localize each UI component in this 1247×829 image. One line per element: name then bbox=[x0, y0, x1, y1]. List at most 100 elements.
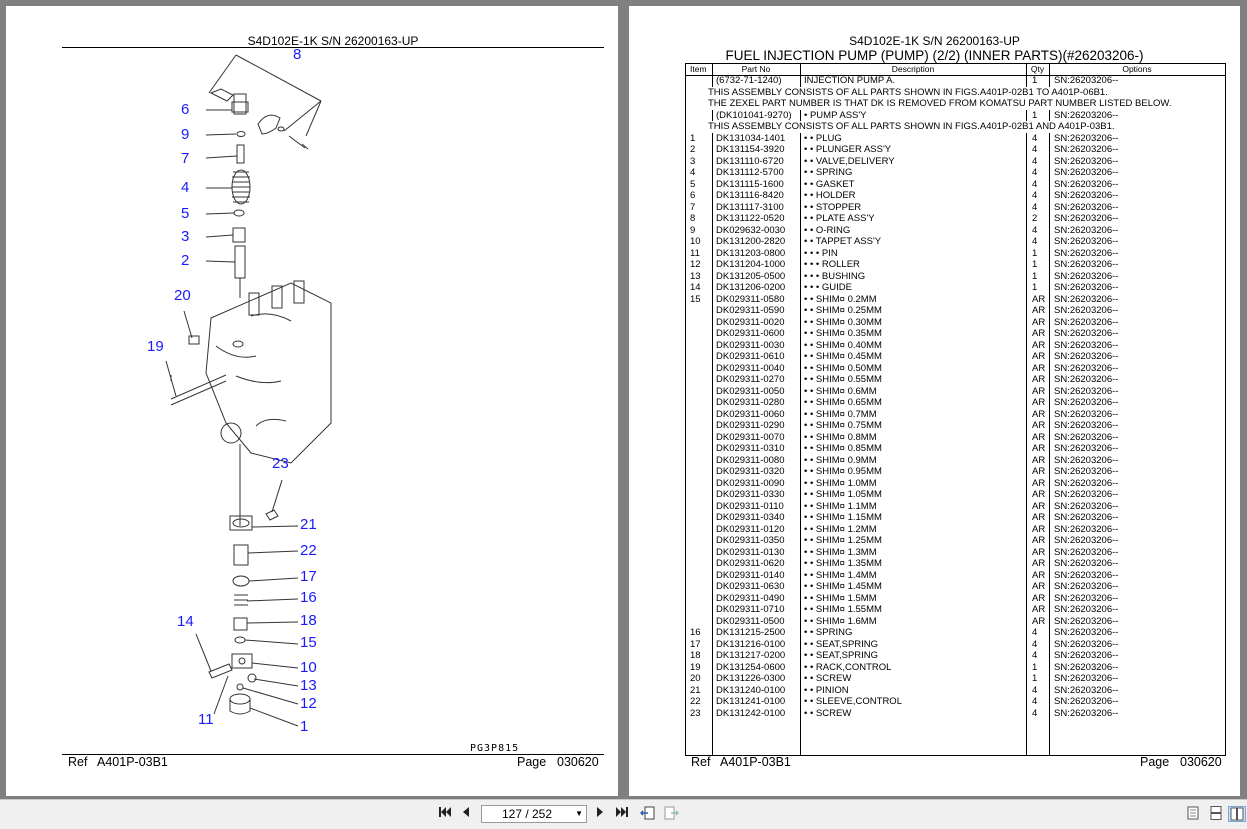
description-cell: • • SHIM¤ 1.3MM bbox=[804, 546, 877, 558]
single-page-view-icon[interactable] bbox=[1185, 806, 1201, 822]
options-cell: SN:26203206-- bbox=[1054, 374, 1119, 385]
description-cell: • • SPRING bbox=[804, 167, 853, 178]
description-cell: • • GASKET bbox=[804, 178, 855, 190]
continuous-view-icon[interactable] bbox=[1208, 806, 1224, 822]
options-cell: SN:26203206-- bbox=[1054, 684, 1119, 696]
description-cell: • • • BUSHING bbox=[804, 270, 866, 282]
qty-cell: AR bbox=[1032, 546, 1046, 558]
left-page-header: S4D102E-1K S/N 26200163-UP bbox=[247, 34, 419, 48]
description-cell: • • SHIM¤ 1.45MM bbox=[804, 581, 882, 592]
description-cell: • • PLUNGER ASS'Y bbox=[804, 144, 892, 155]
part-number-cell: DK131034-1401 bbox=[716, 132, 786, 144]
description-cell: INJECTION PUMP A. bbox=[804, 75, 896, 86]
right-page: S4D102E-1K S/N 26200163-UP FUEL INJECTIO… bbox=[629, 6, 1240, 796]
row-note: THE ZEXEL PART NUMBER IS THAT DK IS REMO… bbox=[708, 98, 1172, 110]
description-cell: • • SHIM¤ 0.65MM bbox=[804, 397, 882, 408]
options-cell: SN:26203206-- bbox=[1054, 351, 1119, 362]
callout-5: 5 bbox=[181, 205, 190, 222]
options-cell: SN:26203206-- bbox=[1054, 707, 1119, 719]
qty-cell: AR bbox=[1032, 328, 1046, 339]
description-cell: • • SHIM¤ 0.75MM bbox=[804, 420, 882, 431]
options-cell: SN:26203206-- bbox=[1054, 190, 1119, 201]
description-cell: • • HOLDER bbox=[804, 190, 856, 201]
part-number-cell: DK131216-0100 bbox=[716, 638, 786, 650]
part-number-cell: DK029311-0350 bbox=[716, 535, 785, 546]
part-number-cell: DK131226-0300 bbox=[716, 673, 786, 684]
go-back-icon[interactable] bbox=[639, 806, 657, 822]
description-cell: • • TAPPET ASS'Y bbox=[804, 236, 882, 247]
qty-cell: AR bbox=[1032, 512, 1046, 523]
options-cell: SN:26203206-- bbox=[1054, 155, 1119, 167]
right-page-header: S4D102E-1K S/N 26200163-UP bbox=[849, 34, 1020, 48]
options-cell: SN:26203206-- bbox=[1054, 477, 1119, 489]
description-cell: • • SHIM¤ 0.6MM bbox=[804, 385, 877, 397]
item-cell: 6 bbox=[690, 190, 696, 201]
two-page-view-icon[interactable] bbox=[1228, 806, 1246, 822]
options-cell: SN:26203206-- bbox=[1054, 500, 1119, 512]
part-number-cell: DK029311-0330 bbox=[716, 489, 785, 500]
options-cell: SN:26203206-- bbox=[1054, 75, 1119, 86]
item-cell: 1 bbox=[690, 132, 696, 144]
callout-23: 23 bbox=[272, 455, 289, 472]
first-page-icon[interactable] bbox=[437, 806, 453, 822]
col-header-item: Item bbox=[690, 64, 707, 74]
options-cell: SN:26203206-- bbox=[1054, 397, 1119, 408]
callout-18: 18 bbox=[300, 612, 317, 629]
page-number-select[interactable]: 127 / 252 ▼ bbox=[481, 805, 587, 823]
item-cell: 16 bbox=[690, 627, 701, 638]
options-cell: SN:26203206-- bbox=[1054, 270, 1119, 282]
footer-page: 030620 bbox=[557, 755, 599, 769]
go-forward-icon[interactable] bbox=[662, 806, 680, 822]
qty-cell: AR bbox=[1032, 374, 1046, 385]
options-cell: SN:26203206-- bbox=[1054, 305, 1119, 316]
description-cell: • • SHIM¤ 0.95MM bbox=[804, 466, 882, 477]
next-page-icon[interactable] bbox=[593, 806, 607, 822]
qty-cell: AR bbox=[1032, 615, 1046, 627]
qty-cell: AR bbox=[1032, 420, 1046, 431]
item-cell: 9 bbox=[690, 224, 696, 236]
table-note-row: THIS ASSEMBLY CONSISTS OF ALL PARTS SHOW… bbox=[686, 121, 1225, 133]
part-number-cell: DK029311-0270 bbox=[716, 374, 785, 385]
prev-page-icon[interactable] bbox=[459, 806, 473, 822]
options-cell: SN:26203206-- bbox=[1054, 282, 1119, 293]
parts-table: Item Part No Description Qty Options (67… bbox=[685, 63, 1226, 756]
options-cell: SN:26203206-- bbox=[1054, 339, 1119, 351]
part-number-cell: DK131205-0500 bbox=[716, 270, 786, 282]
part-number-cell: DK131240-0100 bbox=[716, 684, 786, 696]
part-number-cell: DK131110-6720 bbox=[716, 155, 784, 167]
footer-page-label: Page bbox=[517, 755, 547, 769]
col-header-desc: Description bbox=[891, 64, 935, 74]
description-cell: • • • ROLLER bbox=[804, 259, 860, 270]
options-cell: SN:26203206-- bbox=[1054, 259, 1119, 270]
options-cell: SN:26203206-- bbox=[1054, 443, 1119, 454]
qty-cell: 1 bbox=[1032, 75, 1038, 86]
qty-cell: 4 bbox=[1032, 650, 1038, 661]
options-cell: SN:26203206-- bbox=[1054, 615, 1119, 627]
last-page-icon[interactable] bbox=[614, 806, 630, 822]
qty-cell: AR bbox=[1032, 397, 1046, 408]
part-number-cell: DK029311-0040 bbox=[716, 362, 785, 374]
item-cell: 5 bbox=[690, 178, 696, 190]
options-cell: SN:26203206-- bbox=[1054, 316, 1119, 328]
part-number-cell: DK131254-0600 bbox=[716, 661, 786, 673]
description-cell: • • SHIM¤ 1.1MM bbox=[804, 500, 877, 512]
row-note: THIS ASSEMBLY CONSISTS OF ALL PARTS SHOW… bbox=[708, 121, 1115, 133]
